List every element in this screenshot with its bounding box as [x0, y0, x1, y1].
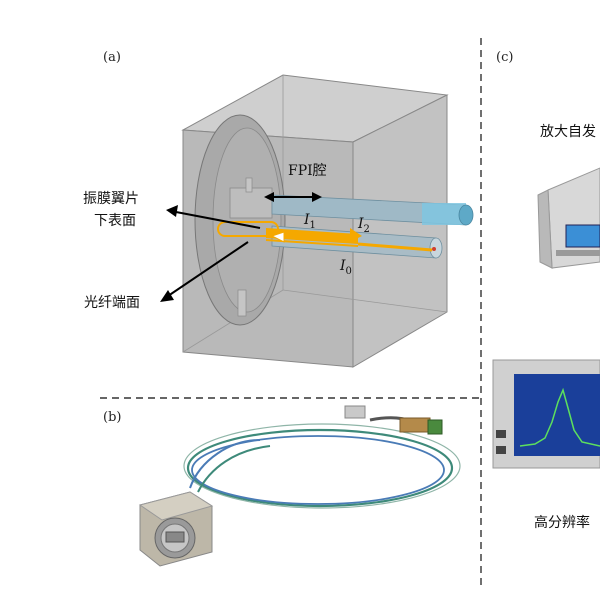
- diaphragm-label-line1: 振膜翼片: [83, 191, 139, 207]
- fiber-end-leader-arrow: [167, 241, 249, 297]
- spectrum-analyzer-caption: 高分辨率: [534, 515, 590, 531]
- panel-label-c: (c): [496, 50, 514, 65]
- diaphragm-label-line2: 下表面: [94, 213, 136, 229]
- intensity-i0-label: I0: [340, 258, 352, 277]
- ase-source-caption: 放大自发: [540, 124, 596, 140]
- diaphragm-leader-arrow: [175, 211, 261, 229]
- intensity-i2-label: I2: [358, 216, 370, 235]
- panel-label-a: (a): [103, 50, 121, 65]
- diaphragm-wing: [229, 187, 273, 219]
- panel-label-b: (b): [103, 410, 122, 425]
- intensity-i1-label: I1: [304, 212, 316, 231]
- fpi-cavity-label: FPI腔: [288, 163, 327, 179]
- orange-beam: [266, 228, 358, 244]
- fiber-end-label: 光纤端面: [84, 295, 140, 311]
